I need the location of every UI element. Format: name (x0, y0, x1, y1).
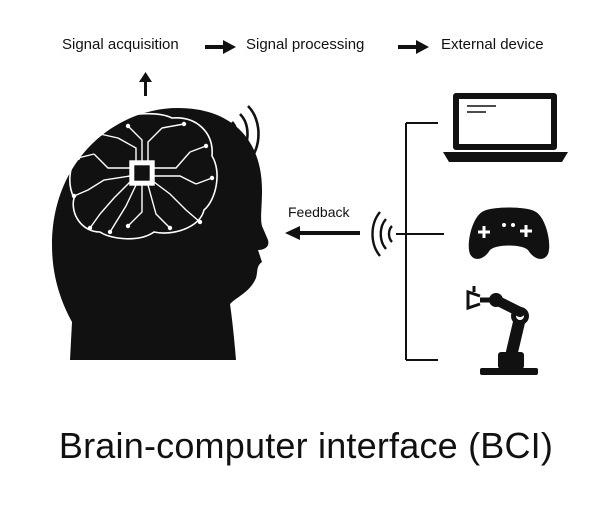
wireless-signal-icon-2 (371, 211, 393, 257)
laptop-icon (443, 93, 568, 162)
up-arrow-icon (139, 72, 152, 96)
page-title: Brain-computer interface (BCI) (58, 425, 554, 466)
feedback-arrow (285, 226, 360, 240)
feedback-label: Feedback (288, 204, 350, 220)
pipeline-step-external-device: External device (441, 36, 544, 53)
brain-circuit-icon (69, 112, 218, 240)
gamepad-icon (468, 207, 550, 259)
pipeline-arrow-2 (398, 40, 429, 54)
pipeline-step-processing: Signal processing (246, 36, 365, 53)
pipeline-arrow-1 (205, 40, 236, 54)
pipeline: Signal acquisition Signal processing Ext… (0, 36, 612, 58)
robotic-arm-icon (466, 286, 538, 375)
head-silhouette-icon (52, 108, 269, 360)
pipeline-step-acquisition: Signal acquisition (62, 36, 179, 53)
device-bracket (396, 122, 444, 361)
wireless-signal-icon (230, 105, 260, 163)
